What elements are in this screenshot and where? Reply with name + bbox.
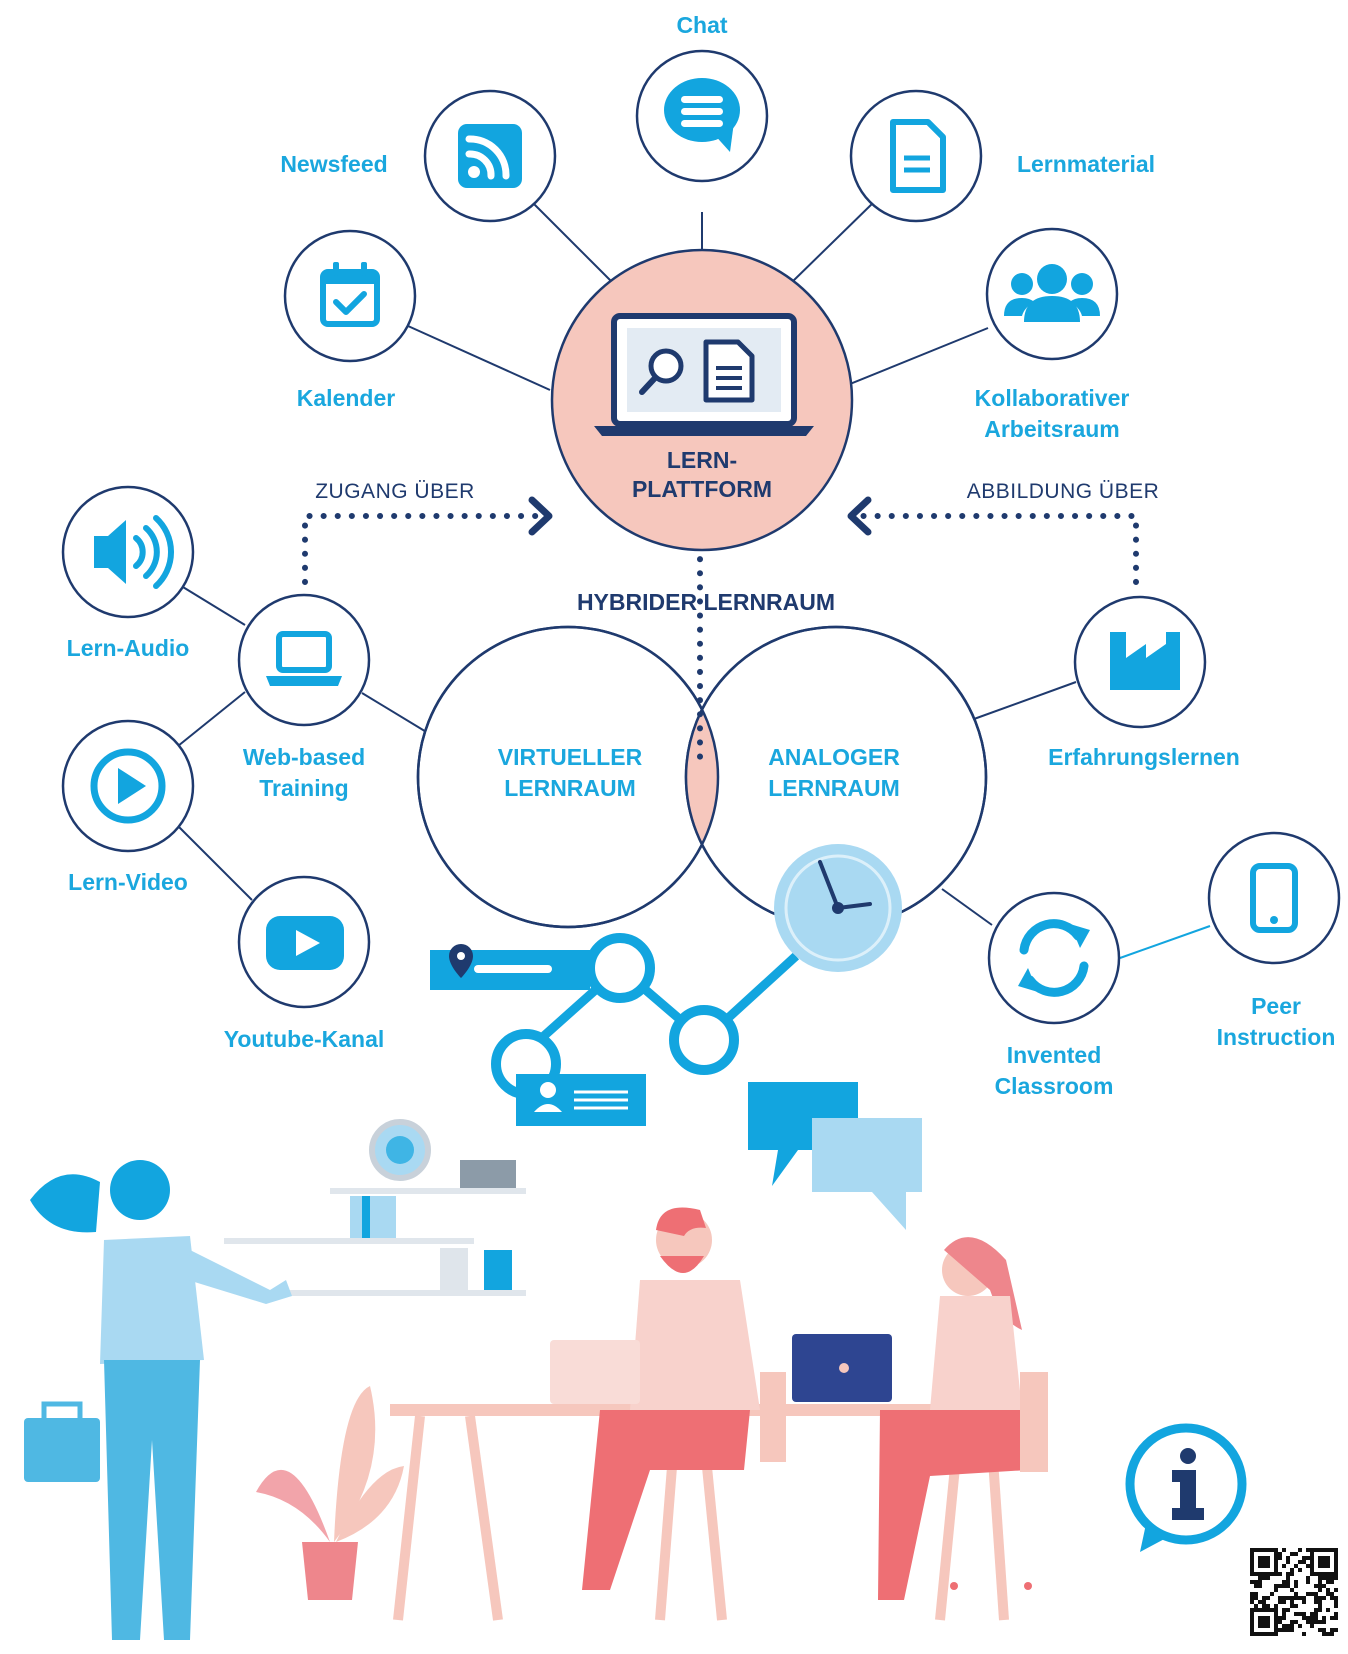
speaker-icon bbox=[94, 515, 175, 589]
arrow-left-icon bbox=[847, 496, 872, 536]
peer-label-line1: Peer bbox=[1251, 993, 1301, 1019]
node-web-training: Web-based Training bbox=[237, 593, 371, 801]
hybrid-label: HYBRIDER LERNRAUM bbox=[577, 589, 835, 615]
calendar-check-icon bbox=[320, 262, 380, 327]
connector-lines bbox=[177, 199, 1211, 959]
laptop-icon bbox=[266, 631, 342, 686]
lernmaterial-label: Lernmaterial bbox=[1017, 151, 1155, 177]
kollaborativ-label-line2: Arbeitsraum bbox=[984, 416, 1119, 442]
speech-bubbles-icon bbox=[748, 1082, 922, 1230]
node-peer: Peer Instruction bbox=[1207, 831, 1341, 1050]
analog-label-line1: ANALOGER bbox=[768, 744, 900, 770]
node-kollaborativ: Kollaborativer Arbeitsraum bbox=[975, 227, 1130, 442]
node-kalender: Kalender bbox=[283, 229, 417, 411]
youtube-label: Youtube-Kanal bbox=[224, 1026, 385, 1052]
flow-left-label: ZUGANG ÜBER bbox=[315, 480, 475, 503]
node-lernmaterial: Lernmaterial bbox=[849, 89, 1155, 223]
chat-label: Chat bbox=[676, 12, 727, 38]
dotted-flows bbox=[302, 496, 1139, 585]
newsfeed-label: Newsfeed bbox=[280, 151, 387, 177]
virtuell-label-line1: VIRTUELLER bbox=[498, 744, 643, 770]
rss-icon bbox=[458, 124, 522, 188]
node-youtube: Youtube-Kanal bbox=[224, 875, 385, 1052]
play-icon bbox=[90, 748, 166, 824]
peer-label-line2: Instruction bbox=[1217, 1024, 1336, 1050]
office-illustration bbox=[24, 1119, 1048, 1640]
invented-label-line2: Classroom bbox=[995, 1073, 1114, 1099]
sync-icon bbox=[1018, 919, 1090, 997]
smartphone-icon bbox=[1250, 863, 1298, 933]
platform-title-line2: PLATTFORM bbox=[632, 476, 772, 502]
node-erfahrung: Erfahrungslernen bbox=[1048, 595, 1240, 770]
laptop-search-icon bbox=[594, 313, 814, 436]
erfahrung-label: Erfahrungslernen bbox=[1048, 744, 1240, 770]
kalender-label: Kalender bbox=[297, 385, 395, 411]
youtube-icon bbox=[266, 916, 344, 970]
analog-label-line2: LERNRAUM bbox=[768, 775, 900, 801]
arrow-right-icon bbox=[528, 496, 553, 536]
location-pin-icon bbox=[449, 944, 473, 978]
node-chat: Chat bbox=[635, 12, 769, 183]
virtuell-label-line2: LERNRAUM bbox=[504, 775, 636, 801]
factory-icon bbox=[1110, 632, 1180, 690]
kollaborativ-label-line1: Kollaborativer bbox=[975, 385, 1130, 411]
web-training-label-line2: Training bbox=[259, 775, 348, 801]
user-icon bbox=[540, 1082, 556, 1098]
node-lern-video: Lern-Video bbox=[61, 719, 195, 895]
document-icon bbox=[890, 119, 946, 193]
clock-icon bbox=[774, 844, 902, 972]
group-icon bbox=[1004, 264, 1100, 322]
invented-label-line1: Invented bbox=[1007, 1042, 1102, 1068]
platform-title-line1: LERN- bbox=[667, 447, 737, 473]
qr-code-icon bbox=[1248, 1546, 1340, 1638]
node-invented: Invented Classroom bbox=[987, 891, 1121, 1099]
platform-center: LERN- PLATTFORM bbox=[550, 248, 854, 552]
web-training-label-line1: Web-based bbox=[243, 744, 365, 770]
network-graphic bbox=[430, 933, 800, 1126]
lern-video-label: Lern-Video bbox=[68, 869, 188, 895]
lern-audio-label: Lern-Audio bbox=[67, 635, 190, 661]
chat-bubble-icon bbox=[664, 78, 740, 152]
node-newsfeed: Newsfeed bbox=[280, 89, 557, 223]
flow-right-label: ABBILDUNG ÜBER bbox=[967, 480, 1160, 503]
node-lern-audio: Lern-Audio bbox=[61, 485, 195, 661]
info-icon bbox=[1125, 1423, 1247, 1552]
